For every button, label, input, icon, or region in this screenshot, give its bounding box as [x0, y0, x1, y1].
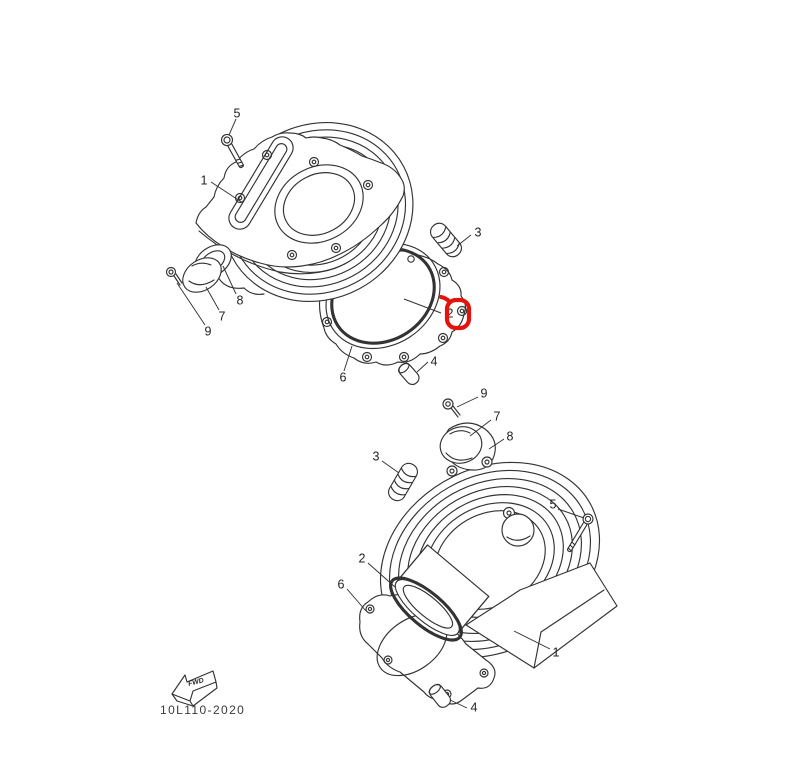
gasket-outline: [359, 594, 496, 705]
leader-line: [469, 419, 492, 437]
front-cylinder-assembly: 5 1 3 8 7 9 2 4 6: [165, 106, 482, 386]
head-bolt: [220, 133, 245, 169]
callout-label-3[interactable]: 3: [373, 449, 380, 463]
callout-label-8[interactable]: 8: [507, 429, 514, 443]
leader-line: [228, 118, 237, 136]
callout-label-8[interactable]: 8: [237, 293, 244, 307]
dowel-pin: [397, 362, 420, 386]
deck-boss: [501, 506, 535, 547]
callout-label-9[interactable]: 9: [205, 324, 212, 338]
callout-label-2[interactable]: 2: [359, 551, 366, 565]
bore-opening: [274, 164, 364, 244]
cover-screw: [165, 266, 183, 286]
callout-label-6[interactable]: 6: [340, 370, 347, 384]
leader-line: [403, 298, 442, 314]
leader-line: [176, 282, 206, 326]
leader-line: [346, 588, 367, 612]
fwd-arrow-extrusion: [171, 681, 218, 707]
leader-line: [513, 630, 551, 650]
callout-label-1[interactable]: 1: [201, 173, 208, 187]
callout-label-2-highlighted[interactable]: 2: [447, 306, 454, 320]
leader-line: [367, 562, 396, 588]
cylinder-body-deck: [195, 132, 405, 295]
callout-label-9[interactable]: 9: [481, 386, 488, 400]
fwd-arrow: [171, 670, 217, 702]
head-bolt-holes: [234, 149, 374, 261]
callout-label-4[interactable]: 4: [431, 354, 438, 368]
dowel-pin: [428, 683, 452, 708]
leader-line: [210, 181, 244, 204]
callout-label-6[interactable]: 6: [338, 577, 345, 591]
tappet-cover: [182, 257, 222, 293]
callout-label-4[interactable]: 4: [471, 700, 478, 714]
callout-label-5[interactable]: 5: [234, 106, 241, 120]
callout-label-7[interactable]: 7: [219, 309, 226, 323]
leader-line: [557, 508, 585, 519]
cylinder-bolt: [566, 513, 594, 553]
highlight-ring[interactable]: [438, 294, 472, 331]
leader-line: [343, 345, 353, 372]
callout-label-3[interactable]: 3: [475, 225, 482, 239]
leader-line: [488, 438, 505, 450]
leader-line: [205, 286, 220, 311]
rear-cylinder-assembly: 9 7 8 3 5 2 6 1 4: [338, 386, 618, 714]
bore-opening-inner: [282, 172, 356, 236]
diagram-code: 10L110-2020: [160, 703, 245, 717]
callout-label-1[interactable]: 1: [553, 645, 560, 659]
cam-chain-tunnel: [228, 136, 294, 230]
leader-line: [416, 361, 429, 373]
gasket-bolt-holes: [365, 604, 489, 699]
cylinder-base-block: [465, 562, 618, 669]
leader-line: [456, 396, 479, 408]
leader-line: [222, 265, 237, 295]
o-ring-seal: [389, 576, 463, 642]
gasket-bolt-holes: [321, 255, 468, 363]
stud: [429, 222, 463, 258]
bore-opening: [402, 584, 454, 629]
cylinder-spigot: [389, 544, 490, 642]
leader-lines: [176, 118, 472, 373]
callout-label-7[interactable]: 7: [494, 409, 501, 423]
leader-line: [381, 460, 400, 474]
cover-screw: [442, 398, 461, 418]
leader-line: [449, 699, 468, 709]
stud: [387, 462, 419, 502]
side-port-edge: [243, 287, 265, 295]
fwd-marker: FWD: [171, 670, 218, 707]
leader-lines: [346, 396, 585, 709]
callout-label-5[interactable]: 5: [550, 497, 557, 511]
fwd-label: FWD: [188, 677, 205, 688]
tappet-cap: [439, 426, 483, 464]
leader-line: [456, 234, 472, 247]
